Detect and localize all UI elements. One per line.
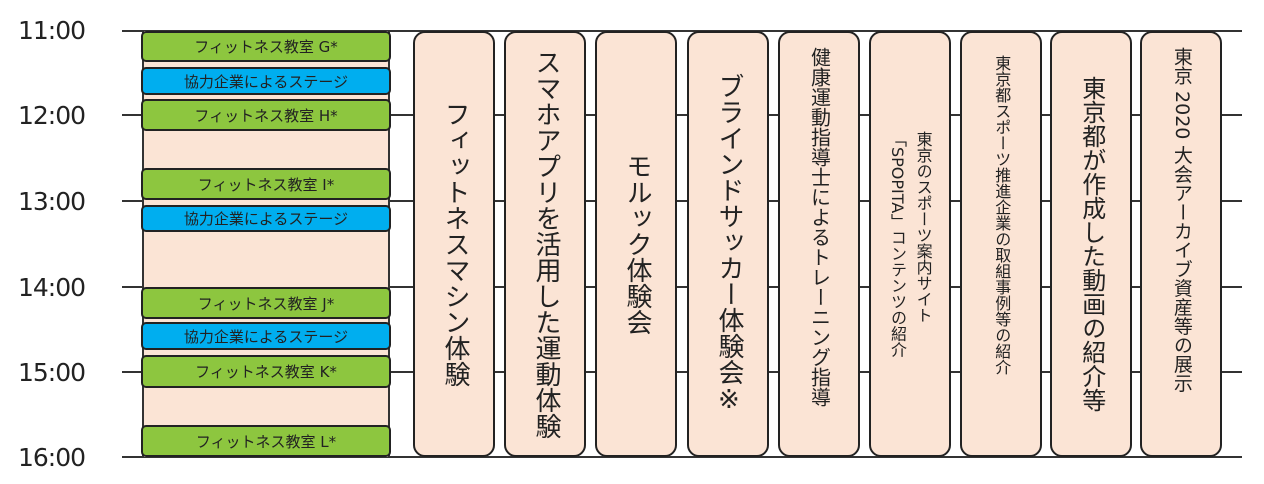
event-stage: 協力企業によるステージ bbox=[141, 67, 391, 95]
activity-label: 東京都スポーツ推進企業の取組事例等の紹介 bbox=[992, 55, 1012, 375]
event-fitness-k: フィットネス教室 K* bbox=[141, 355, 391, 388]
activity-column: 東京都スポーツ推進企業の取組事例等の紹介 bbox=[960, 31, 1042, 457]
grid-line bbox=[122, 371, 1242, 373]
activity-label: ブラインドサッカー体験会※ bbox=[713, 73, 744, 415]
activity-label: 東京のスポーツ案内サイト 「SPOPITA」コンテンツの紹介 bbox=[888, 130, 933, 358]
activity-label: 東京都が作成した動画の紹介等 bbox=[1077, 76, 1106, 412]
time-label: 14:00 bbox=[18, 273, 86, 302]
activity-column: スマホアプリを活用した運動体験 bbox=[504, 31, 586, 457]
grid-line bbox=[122, 200, 1242, 202]
activity-column: 東京 2020 大会アーカイブ資産等の展示 bbox=[1140, 31, 1222, 457]
time-label: 11:00 bbox=[18, 16, 86, 45]
event-stage: 協力企業によるステージ bbox=[141, 205, 391, 232]
activity-column: ブラインドサッカー体験会※ bbox=[687, 31, 769, 457]
event-fitness-l: フィットネス教室 L* bbox=[141, 425, 391, 457]
time-label: 15:00 bbox=[18, 358, 86, 387]
activity-column: 東京都が作成した動画の紹介等 bbox=[1050, 31, 1132, 457]
activity-column: フィットネスマシン体験 bbox=[413, 31, 495, 457]
event-fitness-h: フィットネス教室 H* bbox=[141, 99, 391, 131]
event-fitness-i: フィットネス教室 I* bbox=[141, 168, 391, 200]
activity-label: 東京 2020 大会アーカイブ資産等の展示 bbox=[1170, 47, 1193, 393]
time-label: 16:00 bbox=[18, 443, 86, 472]
time-label: 12:00 bbox=[18, 101, 86, 130]
grid-line bbox=[122, 286, 1242, 288]
activity-label: モルック体験会 bbox=[621, 153, 652, 335]
activity-column: 健康運動指導士によるトレーニング指導 bbox=[778, 31, 860, 457]
activity-column: 東京のスポーツ案内サイト 「SPOPITA」コンテンツの紹介 bbox=[869, 31, 951, 457]
grid-line bbox=[122, 30, 1242, 32]
activity-label: スマホアプリを活用した運動体験 bbox=[530, 49, 561, 439]
event-fitness-g: フィットネス教室 G* bbox=[141, 31, 391, 62]
activity-label: フィットネスマシン体験 bbox=[439, 101, 470, 387]
event-fitness-j: フィットネス教室 J* bbox=[141, 287, 391, 319]
event-stage: 協力企業によるステージ bbox=[141, 322, 391, 350]
activity-label: 健康運動指導士によるトレーニング指導 bbox=[807, 47, 832, 407]
grid-line bbox=[122, 114, 1242, 116]
time-label: 13:00 bbox=[18, 187, 86, 216]
activity-column: モルック体験会 bbox=[595, 31, 677, 457]
grid-line bbox=[122, 456, 1242, 458]
